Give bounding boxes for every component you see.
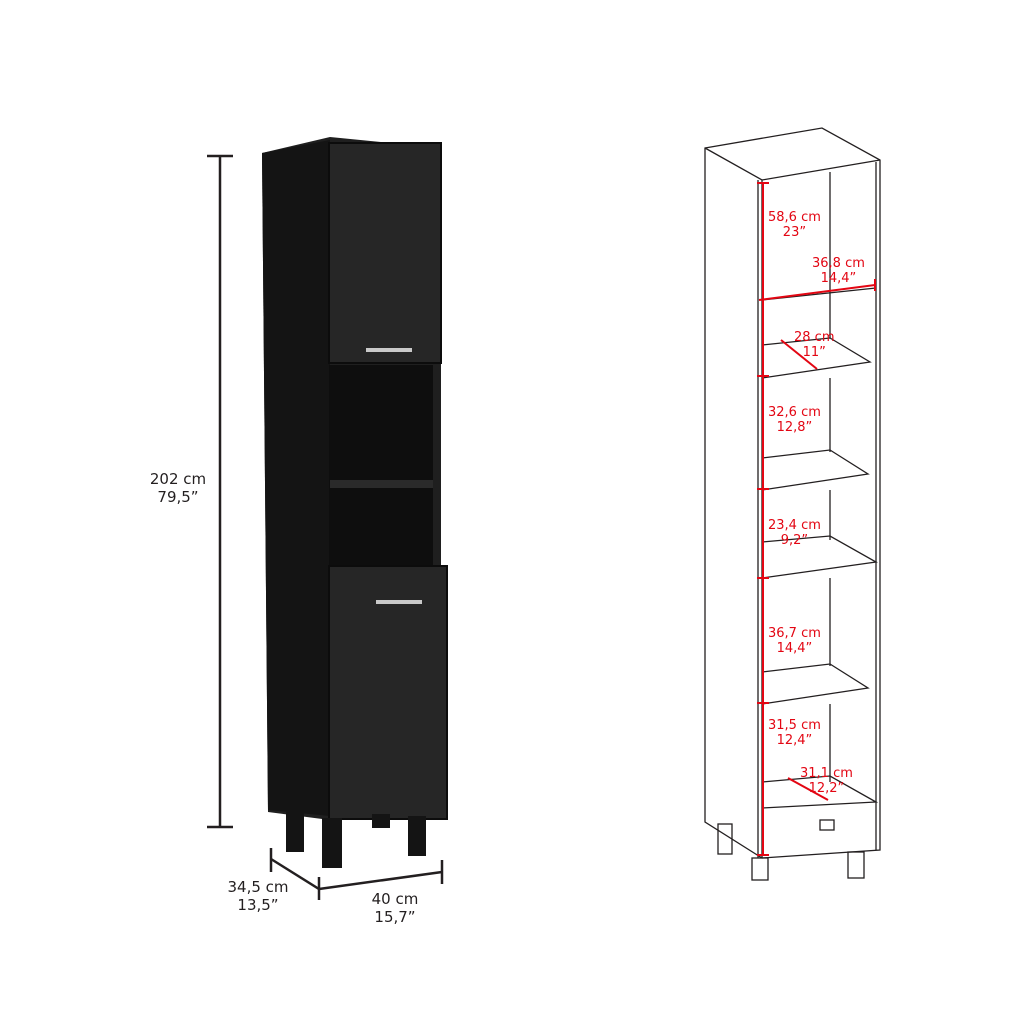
bottom-lower-label: 31,5 cm 12,4” [768,718,821,748]
bottom-door-handle [376,600,422,604]
shelf-depth-label: 28 cm 11” [794,330,835,360]
open-lower-label: 23,4 cm 9,2” [768,518,821,548]
open-upper-label: 32,6 cm 12,8” [768,405,821,435]
red-dimension-lines [757,182,876,856]
cabinet-black [262,137,448,868]
top-compartment-label: 58,6 cm 23” [768,210,821,240]
bottom-upper-label: 36,7 cm 14,4” [768,626,821,656]
cabinet-line-drawing [704,127,881,881]
width-label: 40 cm 15,7” [371,890,419,926]
base-dimension-lines [269,848,444,900]
inner-width-label: 36,8 cm 14,4” [812,256,865,286]
height-label: 202 cm 79,5” [149,470,207,506]
top-door-handle [366,348,412,352]
bottom-depth-label: 31,1 cm 12,2” [800,766,853,796]
depth-label: 34,5 cm 13,5” [227,878,289,914]
height-dimension-line [207,154,233,829]
